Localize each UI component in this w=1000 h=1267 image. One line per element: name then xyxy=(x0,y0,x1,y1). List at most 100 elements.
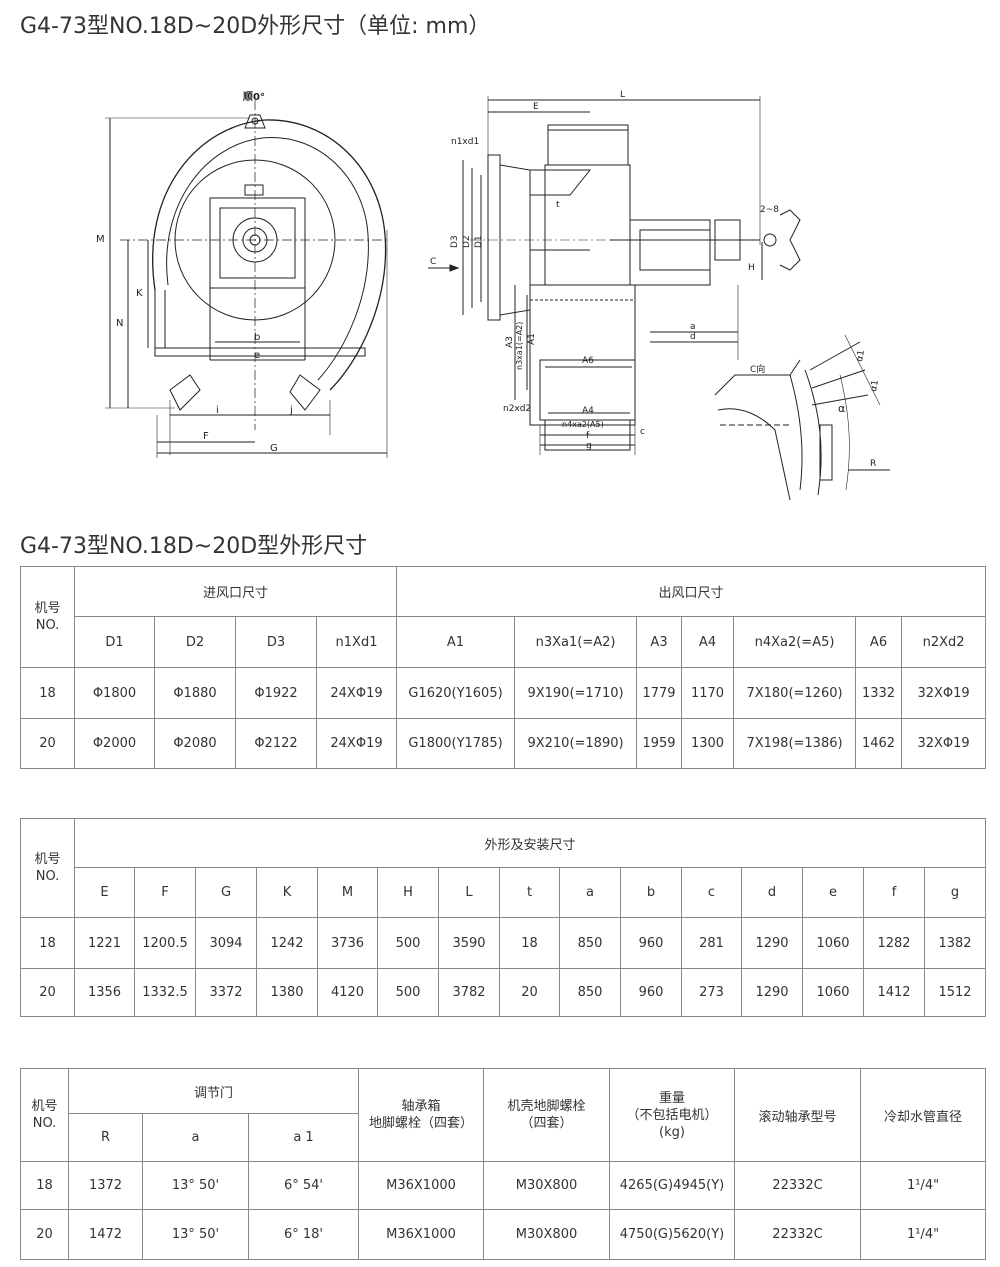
table-cell: G1800(Y1785) xyxy=(396,718,516,769)
header-a4: A4 xyxy=(681,616,735,668)
col-weight-label: 重量（不包括电机）(kg) xyxy=(626,1090,718,1140)
table-cell: 6° 18' xyxy=(247,1209,360,1260)
col-pipe: 冷却水管直径 xyxy=(860,1068,987,1162)
table-cell: 500 xyxy=(377,917,439,969)
table-cell: 22332C xyxy=(734,1209,862,1260)
dim-e-label: e xyxy=(254,350,260,361)
dim-a3-label: A3 xyxy=(505,336,515,348)
table-cell: 1060 xyxy=(802,917,864,969)
group-damper: 调节门 xyxy=(67,1068,360,1114)
table-cell: Φ2000 xyxy=(74,718,155,769)
table-cell: 1242 xyxy=(256,917,318,969)
table-cell: 1779 xyxy=(636,667,683,719)
table-cell: 20 xyxy=(499,968,560,1017)
table-cell: 7X180(=1260) xyxy=(733,667,857,719)
table-cell: 1380 xyxy=(256,968,318,1017)
side-view xyxy=(428,96,801,455)
header-f: F xyxy=(134,867,196,918)
header-a1: a 1 xyxy=(247,1113,360,1162)
table-cell: 4750(G)5620(Y) xyxy=(609,1209,736,1260)
table-cell: 1300 xyxy=(681,718,735,769)
angle-label: 顺0° xyxy=(243,91,265,103)
table-cell: 24XΦ19 xyxy=(315,667,398,719)
table-cell: 960 xyxy=(620,917,682,969)
header-a: a xyxy=(142,1113,249,1162)
header-a: a xyxy=(559,867,621,918)
dim-t-label: t xyxy=(556,200,560,210)
table-cell: Φ2080 xyxy=(154,718,236,769)
alpha1-label-top: α1 xyxy=(855,349,867,362)
table-cell: 9X190(=1710) xyxy=(514,667,638,719)
table-cell: 18 xyxy=(20,917,75,969)
header-e-lower: e xyxy=(802,867,864,918)
table-cell: 1¹/4" xyxy=(860,1209,987,1260)
table-cell: 13° 50' xyxy=(142,1161,249,1210)
table-cell: 1200.5 xyxy=(134,917,196,969)
dim-b-label: b xyxy=(254,332,260,343)
table-cell: 4265(G)4945(Y) xyxy=(609,1161,736,1210)
table-cell: M36X1000 xyxy=(358,1209,485,1260)
table-cell: 1170 xyxy=(681,667,735,719)
header-n1xd1: n1Xd1 xyxy=(315,616,398,668)
header-e: E xyxy=(74,867,135,918)
table-cell: 850 xyxy=(559,917,621,969)
n3xa1-label: n3xa1(=A2) xyxy=(515,322,524,370)
header-k: K xyxy=(256,867,318,918)
n1xd1-label: n1xd1 xyxy=(451,137,479,147)
header-d3: D3 xyxy=(235,616,317,668)
table-cell: G1620(Y1605) xyxy=(396,667,516,719)
col-bearing-bolt-label: 轴承箱地脚螺栓（四套） xyxy=(369,1099,474,1131)
col-weight: 重量（不包括电机）(kg) xyxy=(609,1068,736,1162)
table-cell: 6° 54' xyxy=(247,1161,360,1210)
table-cell: 18 xyxy=(499,917,560,969)
table-cell: 1332.5 xyxy=(134,968,196,1017)
header-h: H xyxy=(377,867,439,918)
table-cell: Φ1880 xyxy=(154,667,236,719)
header-a3: A3 xyxy=(636,616,683,668)
dim-h-label: H xyxy=(748,263,755,273)
table-cell: 960 xyxy=(620,968,682,1017)
dim-k-label: K xyxy=(136,288,143,299)
group-installation: 外形及安装尺寸 xyxy=(73,818,987,868)
table-cell: Φ2122 xyxy=(235,718,317,769)
table-cell: 3094 xyxy=(195,917,257,969)
table-cell: M30X800 xyxy=(483,1161,611,1210)
header-m: M xyxy=(317,867,378,918)
table-cell: 4120 xyxy=(317,968,378,1017)
table-cell: 3372 xyxy=(195,968,257,1017)
table-cell: 3736 xyxy=(317,917,378,969)
table-cell: 273 xyxy=(681,968,742,1017)
table-cell: 3782 xyxy=(438,968,500,1017)
table-cell: 18 xyxy=(20,1161,69,1210)
table-cell: 3590 xyxy=(438,917,500,969)
col-casing-bolt-label: 机壳地脚螺栓（四套） xyxy=(507,1099,586,1131)
section-title: G4-73型NO.18D~20D型外形尺寸 xyxy=(20,534,368,559)
detail-c-view xyxy=(714,334,890,501)
header-l: L xyxy=(438,867,500,918)
table-cell: M36X1000 xyxy=(358,1161,485,1210)
table-cell: 1282 xyxy=(863,917,925,969)
col-casing-bolt: 机壳地脚螺栓（四套） xyxy=(483,1068,611,1162)
dim-2-8-label: 2~8 xyxy=(760,205,779,215)
table-row: 18 1372 13° 50' 6° 54' M36X1000 M30X800 … xyxy=(20,1161,987,1210)
table-cell: 1290 xyxy=(741,917,803,969)
table-cell: 1356 xyxy=(74,968,135,1017)
table-cell: 20 xyxy=(20,1209,69,1260)
table-cell: 18 xyxy=(20,667,75,719)
table-cell: 1412 xyxy=(863,968,925,1017)
c-view-label: C向 xyxy=(750,363,765,375)
table-cell: 1372 xyxy=(68,1161,143,1210)
dim-a1-label: A1 xyxy=(527,333,537,345)
header-b: b xyxy=(620,867,682,918)
header-d1: D1 xyxy=(74,616,155,668)
col-bearing-bolt: 轴承箱地脚螺栓（四套） xyxy=(358,1068,485,1162)
table-cell: 1472 xyxy=(68,1209,143,1260)
table-cell: 20 xyxy=(20,968,75,1017)
table-cell: 850 xyxy=(559,968,621,1017)
table-cell: 1060 xyxy=(802,968,864,1017)
dim-a6-label: A6 xyxy=(582,356,594,366)
